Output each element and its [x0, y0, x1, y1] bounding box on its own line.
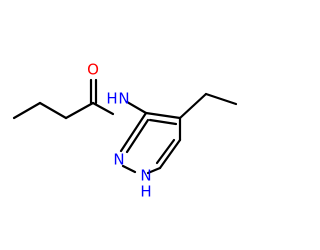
bond-c3-c2 — [38, 101, 68, 120]
atom-ring-nh-nitrogen: N — [140, 167, 151, 185]
atom-amide-nitrogen: N — [118, 90, 129, 108]
bond-ethyl-c1-c2 — [204, 92, 238, 106]
atom-ring-nh-hydrogen: H — [140, 183, 151, 201]
bond-c6-nh — [146, 166, 162, 175]
bond-n-c3ring — [125, 100, 148, 115]
bond-n-c3-b — [125, 118, 150, 154]
bond-n-c3-a — [119, 111, 148, 153]
atom-amide-hydrogen: H — [106, 90, 117, 108]
structure-diagram: O H N N N H — [12, 61, 238, 201]
atom-oxygen: O — [87, 61, 99, 79]
bond-c2-c1 — [64, 101, 95, 120]
bond-c3-c4-b — [148, 118, 178, 126]
bond-c5-c6-a — [158, 138, 182, 170]
bond-c1-n — [91, 101, 115, 116]
molecule-canvas: O H N N N H — [12, 60, 238, 201]
bond-c5-c6-b — [155, 138, 176, 165]
bond-c3-c4-a — [144, 111, 182, 120]
bond-nh-n — [121, 164, 137, 174]
bond-c4-c3 — [12, 101, 42, 120]
bond-c4-ethyl-c1 — [178, 92, 208, 120]
atom-ring-nitrogen: N — [113, 151, 124, 169]
